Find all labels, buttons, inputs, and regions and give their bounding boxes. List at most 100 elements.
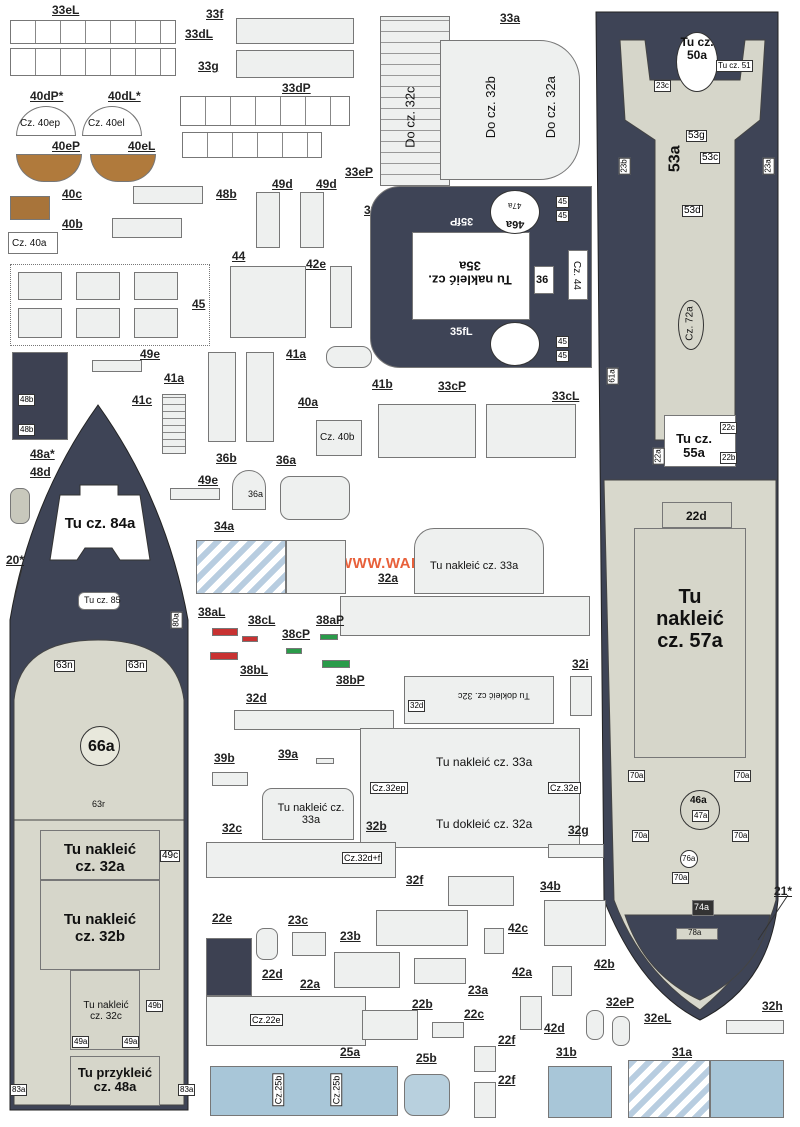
part-45-c: [134, 272, 178, 300]
label-22f-2: 22f: [498, 1073, 516, 1087]
tag-22a: 22a: [652, 447, 665, 465]
label-34b: 34b: [540, 879, 561, 893]
circle-bottom-33b: [490, 322, 540, 366]
tag-32d: 32d: [408, 700, 426, 712]
box-78a: [676, 928, 718, 940]
label-tu-doklej-32c: Tu dokleić cz. 32c: [458, 690, 530, 701]
part-22e-a: [206, 938, 252, 996]
part-22c: [432, 1022, 464, 1038]
leader-20: [13, 567, 23, 601]
label-40eL: 40eL: [128, 139, 156, 153]
label-38aL: 38aL: [198, 605, 226, 619]
label-41a-1: 41a: [164, 371, 185, 385]
part-22f-2: [474, 1082, 496, 1118]
part-33cP: [378, 404, 476, 458]
tag-70a-1: 70a: [628, 770, 646, 782]
part-36-box: [534, 266, 554, 294]
label-42d: 42d: [544, 1021, 565, 1035]
part-40b: [8, 232, 58, 254]
label-42a: 42a: [512, 965, 533, 979]
label-46a: 46a: [690, 795, 707, 806]
label-tu-naklej-35a: Tu nakleić cz. 35a: [428, 258, 512, 288]
label-40dP: 40dP*: [30, 89, 64, 103]
label-do-32c: Do cz. 32c: [402, 86, 418, 148]
leader-21: [757, 894, 789, 941]
part-33eL: [10, 20, 176, 44]
label-22e: 22e: [212, 911, 233, 925]
part-44-box: [568, 250, 588, 300]
label-41b: 41b: [372, 377, 393, 391]
label-48b: 48b: [216, 187, 237, 201]
part-34b: [544, 900, 606, 946]
part-33dL: [10, 48, 176, 76]
label-tu-cz-85: Tu cz. 85: [84, 595, 121, 605]
label-34a: 34a: [214, 519, 235, 533]
part-31a: [710, 1060, 784, 1118]
label-33cP: 33cP: [438, 379, 467, 393]
part-40c: [10, 196, 50, 220]
label-31a: 31a: [672, 1045, 693, 1059]
label-tu-doklej-32a: Tu dokleić cz. 32a: [436, 817, 533, 831]
label-48a: 48a*: [30, 447, 55, 461]
tag-23b: 23b: [618, 157, 631, 175]
label-63r: 63r: [92, 799, 106, 809]
label-21: 21*: [774, 884, 793, 898]
tag-cz32e: Cz.32e: [548, 782, 581, 794]
label-66a: 66a: [88, 738, 115, 755]
left-hull-84a-area: [49, 484, 151, 561]
label-40b: 40b: [62, 217, 83, 231]
tag-23c: 23c: [654, 80, 671, 92]
tag-47a: 47a: [692, 810, 710, 822]
tag-22c: 22c: [720, 422, 737, 434]
part-33a-lid: [414, 528, 544, 594]
label-cz-72a: Cz. 72a: [684, 306, 696, 341]
label-tu-cz-55a: Tu cz. 55a: [676, 431, 712, 461]
part-44: [230, 266, 306, 338]
part-23c: [292, 932, 326, 956]
label-38cP: 38cP: [282, 627, 311, 641]
label-25b: 25b: [416, 1051, 437, 1065]
tag-tu-cz-51: Tu cz. 51: [716, 60, 753, 72]
tag-49a-1: 49a: [72, 1036, 90, 1048]
label-39a: 39a: [278, 747, 299, 761]
label-tu-naklej-32b: Tu nakleić cz. 32b: [63, 911, 137, 945]
label-22b: 22b: [412, 997, 433, 1011]
tag-70a-3: 70a: [632, 830, 650, 842]
tag-48b-2: 48b: [18, 424, 36, 436]
label-40eP: 40eP: [52, 139, 81, 153]
label-32d: 32d: [246, 691, 267, 705]
label-32c: 32c: [222, 821, 243, 835]
label-39b: 39b: [214, 751, 235, 765]
part-49e-1: [92, 360, 142, 372]
label-22c: 22c: [464, 1007, 485, 1021]
part-32g: [548, 844, 604, 858]
part-34a-right: [286, 540, 346, 594]
tag-cz25b-1: Cz.25b: [272, 1073, 285, 1107]
label-22d: 22d: [686, 509, 707, 523]
label-cz-40a: Cz. 40a: [12, 238, 47, 249]
label-tu-naklej-33a-3: Tu nakleić cz. 33a: [277, 802, 345, 827]
part-33a-left: [380, 16, 450, 186]
part-25b: [404, 1074, 450, 1116]
box-48a: [70, 1056, 160, 1106]
label-76a: 76a: [682, 854, 696, 863]
label-tu-naklej-32a: Tu nakleić cz. 32a: [63, 841, 137, 875]
label-36b: 36b: [216, 451, 237, 465]
part-45-a: [18, 272, 62, 300]
tag-53g: 53g: [686, 130, 707, 142]
part-42c: [484, 928, 504, 954]
label-25a: 25a: [340, 1045, 361, 1059]
part-33dP: [180, 96, 350, 126]
part-45-f: [134, 308, 178, 338]
part-41c: [162, 394, 186, 454]
part-25a: [210, 1066, 398, 1116]
part-49d-1: [256, 192, 280, 248]
label-32g: 32g: [568, 823, 589, 837]
part-35a-box: [412, 232, 530, 320]
part-42a: [552, 966, 572, 996]
box-32a: [40, 830, 160, 880]
part-39a: [316, 758, 334, 764]
label-33f: 33f: [206, 7, 224, 21]
part-22b: [362, 1010, 418, 1040]
tag-63n-2: 63n: [126, 660, 147, 672]
